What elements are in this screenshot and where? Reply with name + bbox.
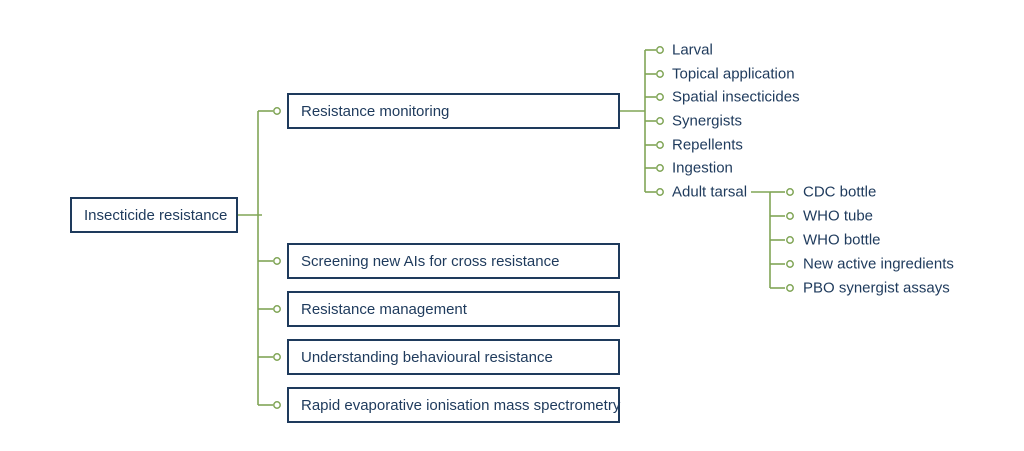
leaf-node-dot — [786, 236, 794, 244]
node-label: Resistance monitoring — [301, 102, 450, 120]
monitoring-leaf-connectors — [620, 46, 664, 196]
root-branch-connectors — [238, 107, 281, 409]
branch-node-dot — [273, 401, 281, 409]
leaf-adult-tarsal: Adult tarsal — [672, 183, 748, 201]
leaf-synergists: Synergists — [672, 112, 743, 130]
node-resistance-monitoring: Resistance monitoring — [287, 93, 620, 129]
node-resistance-management: Resistance management — [287, 291, 620, 327]
branch-node-dot — [273, 107, 281, 115]
leaf-cdc-bottle: CDC bottle — [803, 183, 877, 201]
leaf-node-dot — [656, 46, 664, 54]
leaf-repellents: Repellents — [672, 136, 743, 154]
node-label: Resistance management — [301, 300, 467, 318]
node-understanding-behavioural-resistance: Understanding behavioural resistance — [287, 339, 620, 375]
node-label: Understanding behavioural resistance — [301, 348, 553, 366]
leaf-who-tube: WHO tube — [803, 207, 874, 225]
leaf-node-dot — [786, 188, 794, 196]
branch-node-dot — [273, 353, 281, 361]
leaf-node-dot — [656, 188, 664, 196]
leaf-node-dot — [656, 164, 664, 172]
node-label: Insecticide resistance — [84, 206, 228, 224]
leaf-ingestion: Ingestion — [672, 159, 733, 177]
leaf-pbo-synergist-assays: PBO synergist assays — [803, 279, 950, 297]
leaf-node-dot — [656, 70, 664, 78]
node-insecticide-resistance: Insecticide resistance — [70, 197, 238, 233]
leaf-node-dot — [786, 284, 794, 292]
leaf-node-dot — [656, 141, 664, 149]
branch-node-dot — [273, 257, 281, 265]
leaf-spatial-insecticides: Spatial insecticides — [672, 88, 800, 106]
leaf-node-dot — [786, 212, 794, 220]
leaf-node-dot — [656, 117, 664, 125]
node-label: Rapid evaporative ionisation mass spectr… — [301, 396, 621, 414]
adult-tarsal-leaf-connectors — [751, 188, 794, 292]
branch-node-dot — [273, 305, 281, 313]
leaf-node-dot — [786, 260, 794, 268]
node-rapid-evaporative-ionisation: Rapid evaporative ionisation mass spectr… — [287, 387, 620, 423]
leaf-larval: Larval — [672, 41, 713, 59]
leaf-who-bottle: WHO bottle — [803, 231, 881, 249]
leaf-new-active-ingredients: New active ingredients — [803, 255, 954, 273]
leaf-node-dot — [656, 93, 664, 101]
node-screening-new-ais: Screening new AIs for cross resistance — [287, 243, 620, 279]
node-label: Screening new AIs for cross resistance — [301, 252, 560, 270]
leaf-topical-application: Topical application — [672, 65, 795, 83]
